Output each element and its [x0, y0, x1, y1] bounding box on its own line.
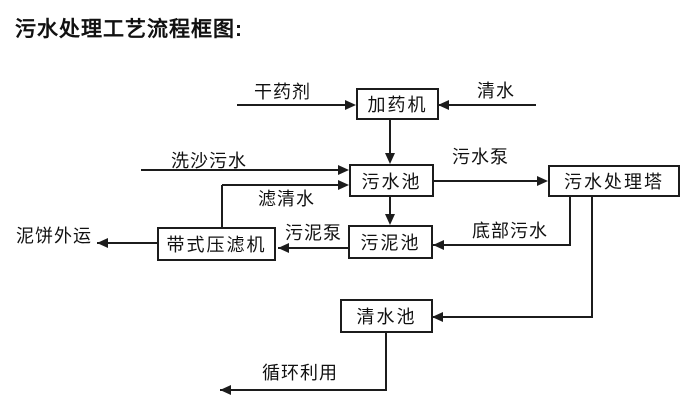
flow-line-tower-drop-left — [569, 197, 571, 246]
label-wastewater-pump: 污水泵 — [452, 147, 509, 167]
flow-line-dry-agent — [237, 104, 347, 106]
flow-line-press-riser — [221, 185, 223, 227]
flow-line-bottom-wastewater — [433, 244, 571, 246]
flow-line-tower-drop-right — [591, 197, 593, 318]
flow-line-mud-cake — [97, 242, 157, 244]
arrowhead-into-pool-lower-icon — [338, 180, 349, 190]
flow-line-sludge-pump — [278, 247, 348, 249]
flow-line-to-clean-pool — [432, 316, 593, 318]
arrowhead-into-tower-icon — [537, 176, 548, 186]
label-clean-water: 清水 — [477, 81, 515, 101]
arrowhead-into-pool-upper-icon — [338, 165, 349, 175]
flow-line-pool-to-sludge — [389, 197, 391, 216]
arrowhead-mud-cake-out-icon — [97, 238, 108, 248]
flow-line-dosing-to-pool — [389, 119, 391, 155]
arrowhead-into-sludge-right-icon — [433, 240, 444, 250]
arrowhead-into-clean-pool-icon — [432, 312, 443, 322]
flow-line-clean-pool-drop — [385, 332, 387, 391]
node-belt-filter-press: 带式压滤机 — [157, 227, 276, 261]
node-treatment-tower: 污水处理塔 — [548, 165, 680, 197]
flow-line-recycle — [220, 389, 386, 391]
flow-line-sand-washing — [141, 169, 340, 171]
label-sand-washing-wastewater: 洗沙污水 — [171, 151, 247, 171]
flow-line-wastewater-pump — [433, 180, 539, 182]
label-mud-cake-transport: 泥饼外运 — [16, 226, 92, 246]
label-bottom-wastewater: 底部污水 — [472, 221, 548, 241]
diagram-title: 污水处理工艺流程框图: — [15, 18, 243, 41]
node-dosing-machine: 加药机 — [356, 88, 439, 120]
arrowhead-into-press-icon — [278, 243, 289, 253]
node-sludge-pool: 污泥池 — [348, 225, 433, 259]
arrowhead-into-sludge-top-icon — [385, 214, 395, 225]
label-recycling-reuse: 循环利用 — [262, 363, 338, 383]
flow-line-clean-water — [438, 104, 536, 106]
arrowhead-recycle-out-icon — [220, 385, 231, 395]
node-clean-water-pool: 清水池 — [340, 299, 433, 333]
label-dry-agent: 干药剂 — [254, 82, 311, 102]
node-wastewater-pool: 污水池 — [349, 164, 434, 197]
label-sludge-pump: 污泥泵 — [285, 223, 342, 243]
arrowhead-into-dosing-left-icon — [345, 100, 356, 110]
label-filtered-clean-water: 滤清水 — [258, 189, 315, 209]
arrowhead-into-dosing-right-icon — [438, 100, 449, 110]
flow-line-filtered-water — [222, 184, 340, 186]
arrowhead-into-pool-top-icon — [385, 153, 395, 164]
